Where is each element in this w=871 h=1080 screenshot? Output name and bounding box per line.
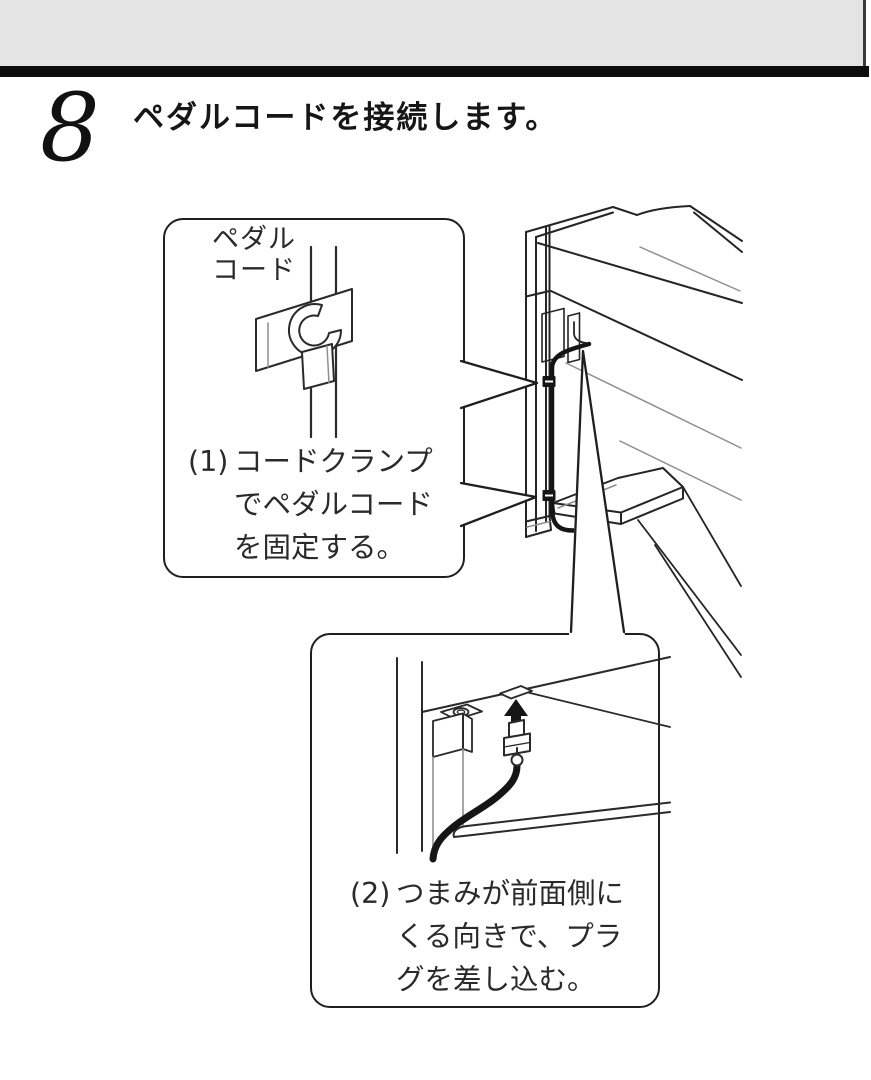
callout-box-step1 (163, 218, 465, 578)
instruction-1-text: コードクランプ でペダルコード を固定する。 (234, 445, 433, 564)
instruction-1: (1) コードクランプ でペダルコード を固定する。 (188, 440, 433, 569)
instruction-2-number: (2) (350, 877, 391, 910)
pedal-cord-path (549, 341, 592, 533)
callout-pointers (459, 349, 626, 636)
instruction-1-number: (1) (188, 445, 229, 478)
step-number: 8 (40, 74, 100, 183)
pedal-cord-label-line1: ペダル (212, 224, 296, 255)
pedal-cord-label-line2: コード (212, 255, 296, 286)
piano-rear-illustration (525, 205, 743, 678)
cord-clamp-top (542, 376, 556, 387)
instruction-2: (2) つまみが前面側に くる向きで、プラ グを差し込む。 (350, 872, 624, 1001)
instruction-2-text: つまみが前面側に くる向きで、プラ グを差し込む。 (396, 877, 625, 996)
pedal-cord-label: ペダル コード (212, 224, 296, 286)
previous-section-remnant (0, 0, 866, 66)
cord-clamp-bottom (542, 490, 556, 501)
section-divider-bar (0, 66, 869, 77)
step-heading: ペダルコードを接続します。 (133, 100, 559, 136)
